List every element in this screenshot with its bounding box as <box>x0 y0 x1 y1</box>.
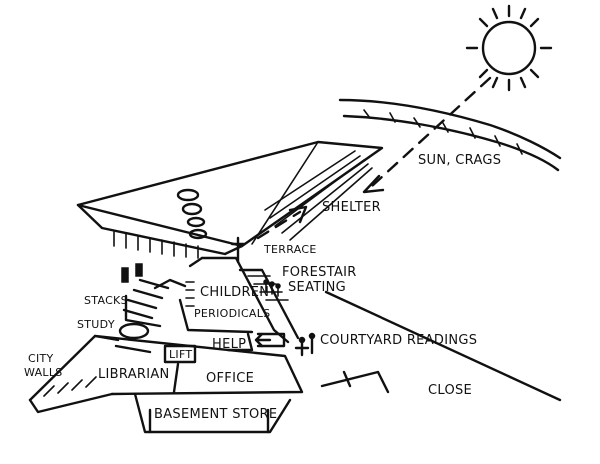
label-lift: LIFT <box>169 348 192 361</box>
label-stacks: STACKS <box>84 294 128 307</box>
label-seating: SEATING <box>288 280 346 295</box>
label-study: STUDY <box>77 318 115 331</box>
label-children: CHILDREN <box>200 285 269 300</box>
label-sun-crags: SUN, CRAGS <box>418 153 501 168</box>
label-city: CITY <box>28 352 54 365</box>
label-shelter: SHELTER <box>322 200 381 215</box>
canopy-roof <box>76 140 384 259</box>
label-walls: WALLS <box>24 366 63 379</box>
terrace-arrow <box>230 205 308 264</box>
people-figures <box>263 279 316 357</box>
label-office: OFFICE <box>206 371 254 386</box>
label-librarian: LIBRARIAN <box>98 367 170 382</box>
label-close: CLOSE <box>428 383 472 398</box>
crags-outline <box>338 98 562 172</box>
label-help: HELP <box>212 337 246 352</box>
sun-icon <box>465 4 553 92</box>
label-forestair: FORESTAIR <box>282 265 357 280</box>
label-terrace: TERRACE <box>263 243 317 256</box>
label-periodicals: PERIODICALS <box>194 307 270 320</box>
sun-ray-arrow <box>362 76 492 194</box>
label-basement-store: BASEMENT STORE <box>154 407 277 422</box>
label-courtyard-readings: COURTYARD READINGS <box>320 333 477 348</box>
building-massing <box>28 256 562 434</box>
